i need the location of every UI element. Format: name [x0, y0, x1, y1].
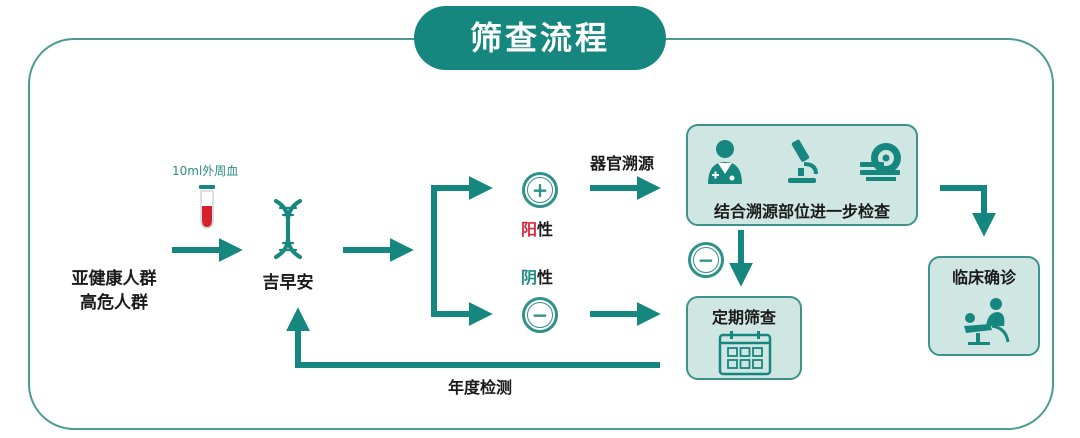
dna-icon [274, 199, 302, 259]
organ-trace-label: 器官溯源 [590, 154, 655, 173]
population-subhealth: 亚健康人群 [71, 269, 157, 289]
arrow-annual-loop [286, 307, 660, 368]
regular-screen-label: 定期筛查 [711, 308, 776, 327]
test-tube-icon [199, 185, 215, 229]
positive-label: 阳性 [521, 220, 554, 239]
further-exam-box: 结合溯源部位进一步检查 [686, 124, 918, 226]
page-title: 筛查流程 [414, 6, 666, 70]
microscope-icon [788, 139, 818, 183]
branch-connector [431, 185, 480, 317]
test-name: 吉早安 [262, 273, 314, 293]
minus-icon: − [693, 247, 719, 273]
population-high-risk: 高危人群 [80, 293, 148, 313]
positive-circle: + [522, 172, 558, 208]
exam-negative-circle: − [688, 242, 724, 278]
regular-screen-box: 定期筛查 [686, 296, 802, 380]
arrow-exam-to-confirm [940, 185, 996, 237]
minus-icon: − [527, 302, 553, 328]
calendar-icon [718, 331, 772, 376]
clinical-confirm-box: 临床确诊 [928, 256, 1040, 356]
further-exam-label: 结合溯源部位进一步检查 [713, 202, 890, 221]
ct-scanner-icon [860, 143, 901, 181]
negative-label: 阴性 [521, 268, 554, 287]
clinical-confirm-label: 临床确诊 [951, 268, 1016, 287]
negative-circle: − [522, 297, 558, 333]
population-labels: 亚健康人群 高危人群 [58, 267, 170, 315]
sample-label: 10ml外周血 [172, 164, 239, 178]
annual-test-label: 年度检测 [448, 378, 513, 397]
plus-icon: + [527, 177, 553, 203]
patient-treatment-icon [964, 298, 1010, 345]
doctor-icon [708, 140, 742, 184]
